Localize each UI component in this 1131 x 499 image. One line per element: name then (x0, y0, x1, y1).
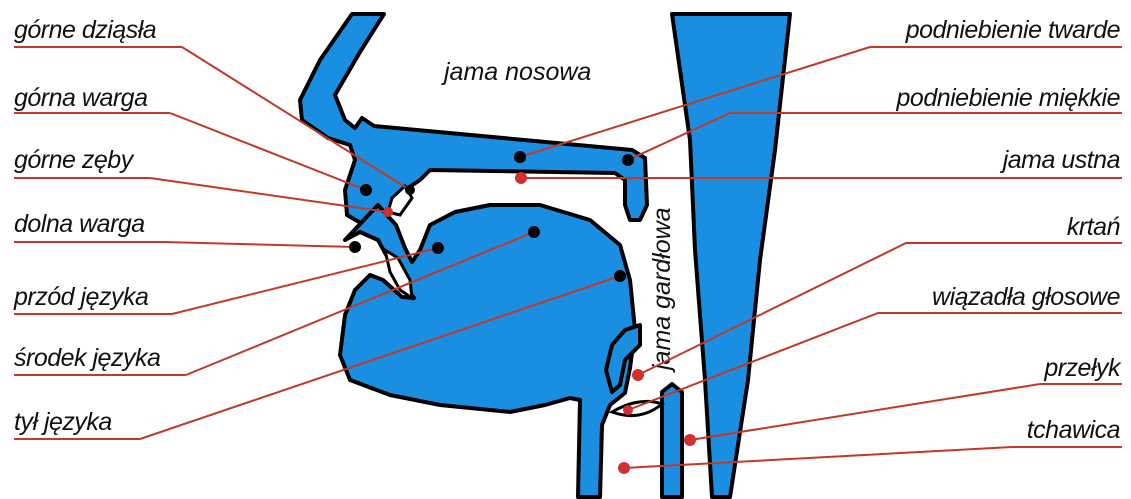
label-tongue-back: tył języka (14, 408, 112, 436)
label-oral-cavity: jama ustna (1000, 146, 1121, 174)
marker-trachea (618, 462, 630, 474)
label-upper-gums: górne dziąsła (14, 16, 157, 44)
marker-upper-lip (360, 184, 372, 196)
marker-upper-gums (405, 185, 415, 195)
label-trachea: tchawica (1027, 416, 1121, 444)
label-esophagus: przełyk (1043, 354, 1122, 382)
back-wall-shape (672, 14, 790, 497)
marker-soft-palate (622, 154, 634, 166)
label-tongue-front: przód języka (13, 283, 149, 311)
label-tongue-middle: środek języka (14, 344, 161, 372)
label-lower-lip: dolna warga (14, 210, 145, 238)
label-hard-palate: podniebienie twarde (905, 16, 1120, 44)
marker-larynx (632, 369, 644, 381)
label-vocal-cords: wiązadła głosowe (932, 283, 1120, 311)
vocal-cords-shape (612, 401, 662, 415)
label-larynx: krtań (1067, 213, 1120, 241)
nasal-cavity-label: jama nosowa (441, 58, 591, 86)
leader-upper-gums (182, 47, 410, 190)
marker-tongue-middle (528, 226, 540, 238)
label-upper-teeth: górne zęby (14, 146, 135, 174)
trachea-shape (662, 384, 682, 497)
leader-lower-lip (164, 242, 355, 247)
label-soft-palate: podniebienie miękkie (896, 84, 1120, 112)
upper-jaw-shape (300, 14, 647, 226)
marker-oral-cavity (515, 172, 527, 184)
marker-upper-teeth (383, 207, 393, 217)
marker-vocal-cords (623, 405, 633, 415)
label-upper-lip: górna warga (14, 84, 148, 112)
marker-esophagus (684, 434, 696, 446)
marker-hard-palate (514, 151, 526, 163)
pharynx-label: jama gardłowa (648, 207, 676, 373)
marker-tongue-front (432, 242, 444, 254)
marker-tongue-back (614, 270, 626, 282)
marker-lower-lip (349, 241, 361, 253)
